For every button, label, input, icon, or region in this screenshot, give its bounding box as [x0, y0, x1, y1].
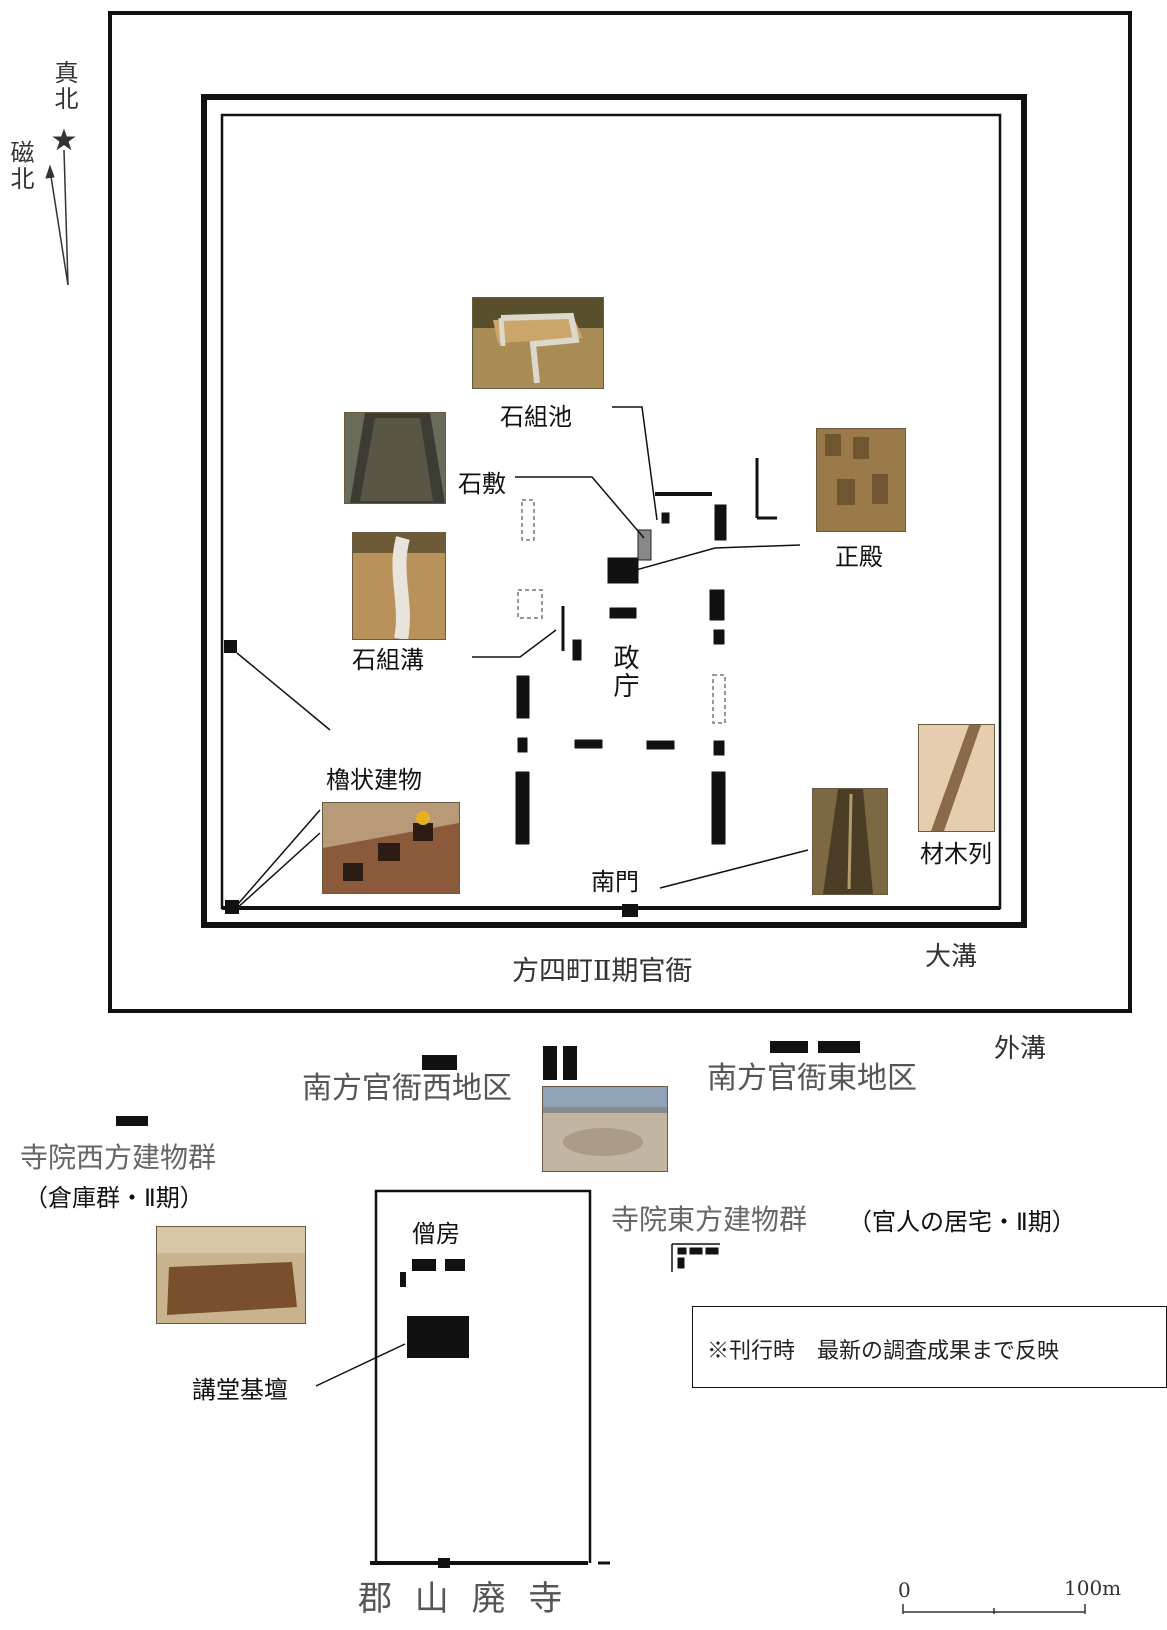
photo-ishigumi-ike: [472, 297, 604, 389]
photo-zaimokuretsu: [918, 724, 995, 832]
photo-kodo: [156, 1226, 306, 1324]
label-seiden: 正殿: [835, 543, 883, 571]
label-kodo: 講堂基壇: [192, 1376, 288, 1404]
north-arrow: [45, 128, 76, 286]
outer-ditch-line: [108, 11, 1132, 1013]
temple-enclosure: [370, 1189, 610, 1565]
label-yagura: 櫓状建物: [326, 766, 422, 794]
label-hoyoncho: 方四町Ⅱ期官衙: [512, 956, 693, 987]
label-nanpo-west: 南方官衙西地区: [302, 1071, 512, 1106]
dashed-buildings: [517, 499, 726, 724]
label-seicho: 政庁: [609, 644, 639, 700]
magnetic-north-label: 磁北: [6, 140, 34, 192]
label-shikiishi: 石敷: [458, 470, 506, 498]
seicho-buildings: [515, 458, 777, 845]
label-zaimokuretsu: 材木列: [920, 840, 992, 868]
scale-bar: [902, 1604, 1086, 1614]
scale-end: 100m: [1064, 1576, 1122, 1600]
great-ditch-line: [201, 94, 1027, 928]
southern-office-buildings: [116, 1041, 860, 1126]
scale-start: 0: [898, 1578, 911, 1602]
photo-nanpo-west: [542, 1086, 668, 1172]
label-ishigumi-ike: 石組池: [500, 403, 572, 431]
note-text: ※刊行時 最新の調査成果まで反映: [707, 1339, 1060, 1364]
note-box: ※刊行時 最新の調査成果まで反映: [692, 1306, 1167, 1388]
label-nanmon: 南門: [591, 868, 639, 896]
label-jiin-west-note: （倉庫群・Ⅱ期）: [24, 1184, 204, 1212]
yagura-south: [225, 900, 239, 914]
true-north-star: [52, 128, 76, 151]
seiden-building: [607, 557, 639, 584]
true-north-label: 真北: [50, 60, 78, 112]
yagura-north: [224, 640, 237, 653]
photo-ishigumi-mizo: [352, 532, 446, 640]
label-temple: 郡 山 廃 寺: [358, 1579, 569, 1619]
label-omizo: 大溝: [925, 942, 978, 972]
label-sotomizo: 外溝: [994, 1034, 1047, 1064]
leader-lines: [234, 406, 809, 1387]
shikiishi-block: [637, 529, 652, 561]
south-gate: [622, 904, 638, 917]
label-jiin-west: 寺院西方建物群: [20, 1141, 217, 1174]
temple-buildings: [400, 1259, 469, 1568]
photo-zaimokuretsu-trench: [812, 788, 888, 895]
kodo-building: [407, 1316, 469, 1358]
east-residence-buildings: [671, 1243, 720, 1272]
label-jiin-east-note: （官人の居宅・Ⅱ期）: [848, 1208, 1076, 1236]
label-nanpo-east: 南方官衙東地区: [707, 1061, 917, 1096]
photo-seiden: [816, 428, 906, 532]
photo-yagura: [322, 802, 460, 894]
label-ishigumi-mizo: 石組溝: [352, 646, 424, 674]
label-jiin-east: 寺院東方建物群: [611, 1203, 808, 1236]
photo-shikiishi: [344, 412, 446, 504]
label-sobo: 僧房: [412, 1220, 460, 1248]
